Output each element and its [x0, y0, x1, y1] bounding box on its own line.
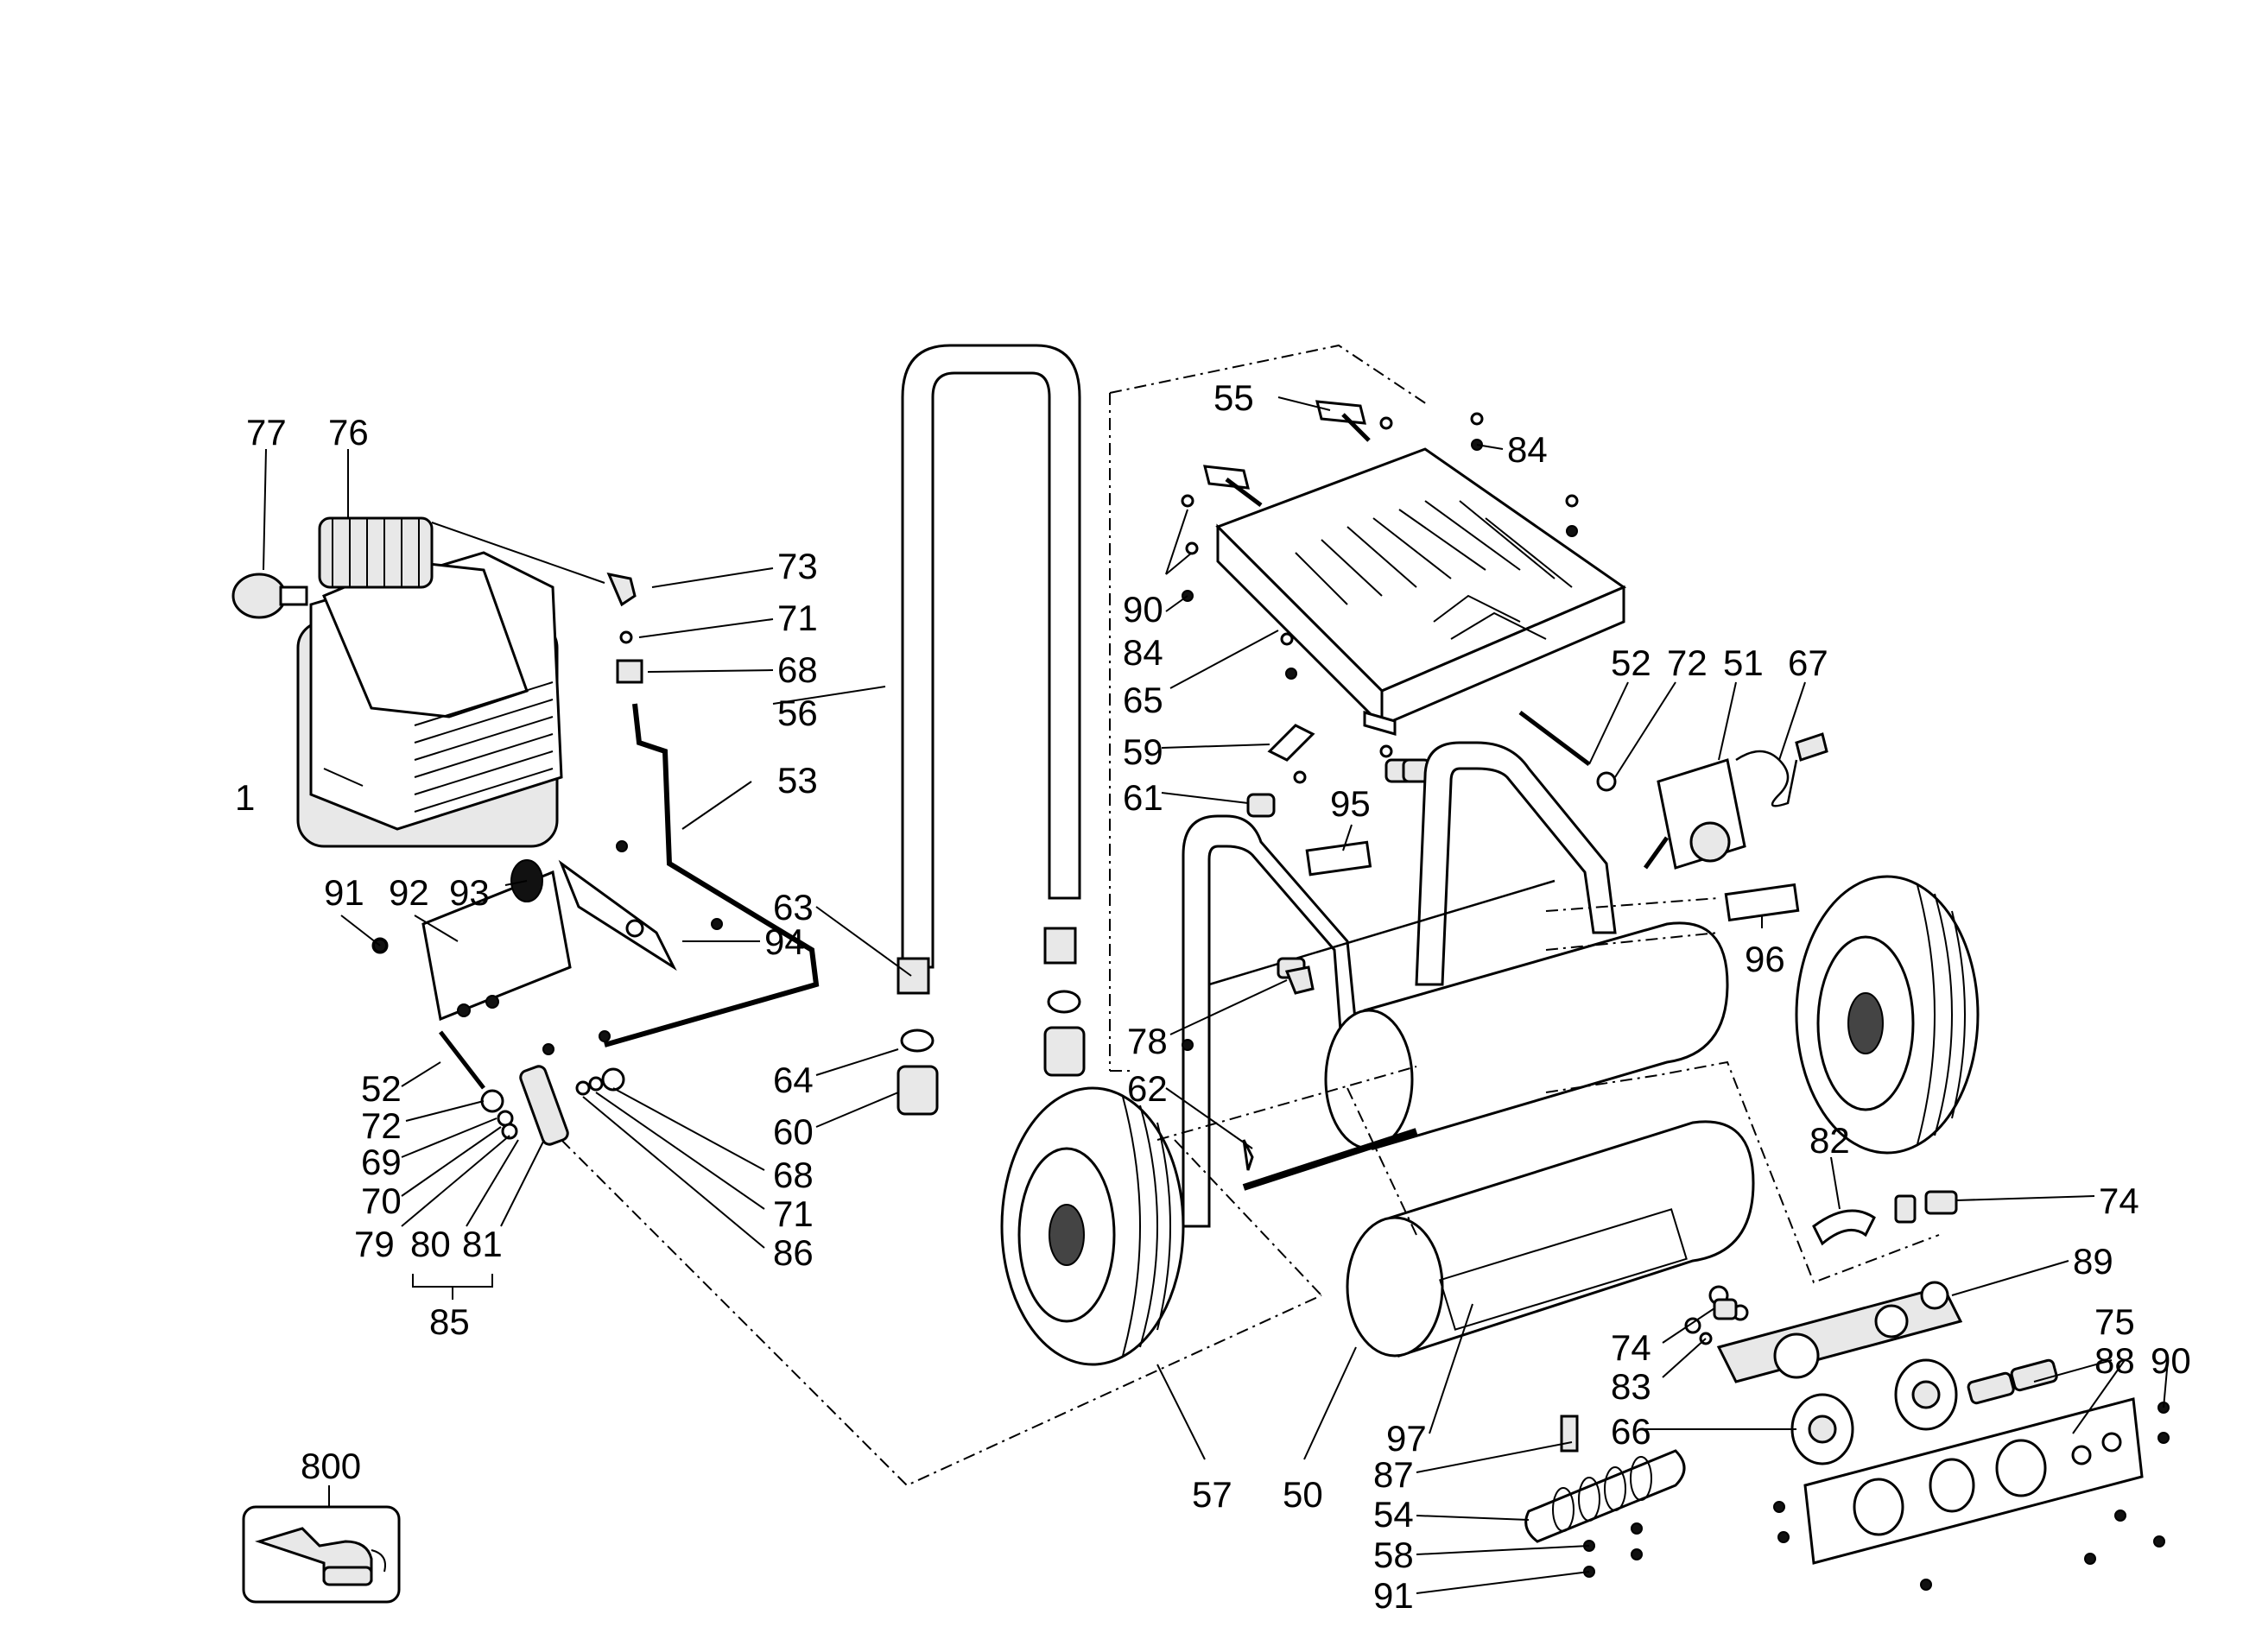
- wheel-right: [1795, 875, 1980, 1155]
- callout-63: 63: [773, 887, 814, 927]
- callout-labels: 77 76 73 71 68 56 53 1 91 92 93 94 63 64…: [235, 377, 2191, 1616]
- callout-72: 72: [1667, 642, 1708, 683]
- callout-75: 75: [2094, 1301, 2135, 1342]
- callout-52: 52: [1611, 642, 1651, 683]
- callout-68: 68: [777, 649, 818, 690]
- outlet-tube: [604, 703, 820, 1048]
- gauge-right: [1894, 1358, 1958, 1431]
- callout-800: 800: [301, 1446, 361, 1486]
- callout-54: 54: [1373, 1494, 1414, 1535]
- callout-97: 97: [1386, 1418, 1427, 1459]
- upper-tank: [1324, 921, 1729, 1150]
- screw: [485, 995, 499, 1009]
- callout-84: 84: [1123, 632, 1163, 673]
- callout-52: 52: [361, 1068, 402, 1109]
- screw: [711, 918, 723, 930]
- motor-bracket: [371, 859, 677, 1022]
- callout-79: 79: [354, 1224, 395, 1264]
- callout-50: 50: [1283, 1474, 1323, 1515]
- assembly-outlines: [561, 344, 1940, 1487]
- hose-fittings: [1812, 1190, 1958, 1246]
- callout-82: 82: [1809, 1120, 1850, 1161]
- callout-65: 65: [1123, 680, 1163, 720]
- handle-tube: [897, 344, 1086, 1116]
- callout-61: 61: [1123, 777, 1163, 818]
- callout-84: 84: [1507, 429, 1548, 470]
- callout-71: 71: [777, 598, 818, 638]
- callout-70: 70: [361, 1180, 402, 1221]
- callout-83: 83: [1611, 1366, 1651, 1407]
- screw: [616, 840, 628, 852]
- callout-74: 74: [2099, 1180, 2139, 1221]
- callout-85: 85: [429, 1301, 470, 1342]
- callout-60: 60: [773, 1111, 814, 1152]
- callout-62: 62: [1127, 1068, 1168, 1109]
- callout-91: 91: [324, 872, 364, 913]
- callout-74: 74: [1611, 1327, 1651, 1368]
- oil-can-inset: [242, 1505, 401, 1604]
- callout-58: 58: [1373, 1535, 1414, 1575]
- callout-93: 93: [449, 872, 490, 913]
- callout-77: 77: [246, 412, 287, 453]
- callout-66: 66: [1611, 1411, 1651, 1452]
- leader-lines: [263, 396, 2169, 1594]
- lower-tank: [1346, 1120, 1755, 1358]
- callout-68: 68: [773, 1155, 814, 1195]
- callout-86: 86: [773, 1232, 814, 1273]
- callout-80: 80: [410, 1224, 451, 1264]
- elbow-fitting: [606, 572, 643, 684]
- callout-95: 95: [1330, 783, 1371, 824]
- pump-motor-assembly: [296, 516, 563, 848]
- callout-53: 53: [777, 760, 818, 801]
- callout-55: 55: [1213, 377, 1254, 418]
- callout-69: 69: [361, 1142, 402, 1182]
- screw: [457, 1003, 471, 1017]
- screw: [1182, 1039, 1194, 1051]
- callout-56: 56: [777, 693, 818, 733]
- callout-57: 57: [1192, 1474, 1232, 1515]
- control-panel: [1773, 1397, 2170, 1591]
- pressure-switch: [1518, 711, 1828, 870]
- callout-72: 72: [361, 1105, 402, 1146]
- callout-92: 92: [389, 872, 429, 913]
- top-plate: [1181, 400, 1627, 729]
- quick-couplers: [1967, 1358, 2058, 1405]
- cord-wrap: [1524, 1415, 1686, 1578]
- callout-51: 51: [1723, 642, 1764, 683]
- callout-1: 1: [235, 777, 255, 818]
- callout-81: 81: [462, 1224, 503, 1264]
- screw: [599, 1030, 611, 1042]
- callout-88: 88: [2094, 1340, 2135, 1381]
- callout-91: 91: [1373, 1575, 1414, 1616]
- axle: [1242, 1128, 1418, 1191]
- gauge-left: [1790, 1393, 1854, 1465]
- callout-78: 78: [1127, 1021, 1168, 1061]
- wheel-left: [1000, 1086, 1185, 1366]
- warning-label-96: [1724, 883, 1800, 922]
- bracket-clip: [1246, 711, 1431, 818]
- callout-73: 73: [777, 546, 818, 586]
- warning-label-95: [1305, 840, 1372, 877]
- callout-89: 89: [2073, 1241, 2113, 1282]
- callout-96: 96: [1745, 939, 1785, 979]
- callout-59: 59: [1123, 731, 1163, 772]
- callout-90: 90: [1123, 589, 1163, 630]
- check-valve-assembly: [439, 1030, 625, 1146]
- screw: [542, 1043, 554, 1055]
- callout-71: 71: [773, 1193, 814, 1234]
- callout-67: 67: [1788, 642, 1828, 683]
- callout-87: 87: [1373, 1454, 1414, 1495]
- air-filter: [231, 573, 308, 619]
- callout-94: 94: [764, 921, 805, 962]
- callout-76: 76: [328, 412, 369, 453]
- callout-64: 64: [773, 1060, 814, 1100]
- callout-90: 90: [2151, 1340, 2191, 1381]
